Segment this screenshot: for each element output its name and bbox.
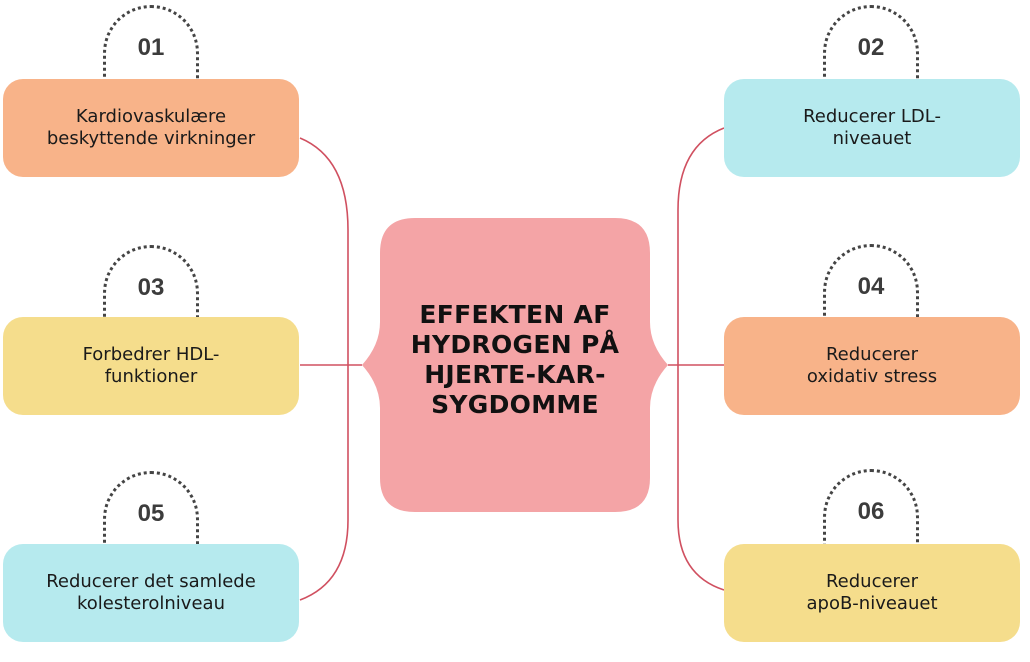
connector-02 bbox=[677, 127, 725, 365]
card-line-2: apoB-niveauet bbox=[806, 593, 938, 614]
number-label: 03 bbox=[137, 274, 165, 301]
card-line-1: Reducerer bbox=[825, 344, 919, 365]
number-badge-01: 01 bbox=[103, 5, 199, 101]
card-line-1: Kardiovaskulære bbox=[75, 106, 227, 127]
title-line: EFFEKTEN AF bbox=[419, 300, 611, 329]
connector-01 bbox=[299, 137, 349, 365]
card-line-2: kolesterolniveau bbox=[77, 593, 225, 614]
card-03: Forbedrer HDL-funktioner bbox=[3, 317, 299, 415]
number-label: 05 bbox=[137, 500, 165, 527]
card-line-2: niveauet bbox=[832, 128, 912, 149]
number-badge-05: 05 bbox=[103, 471, 199, 567]
center-box bbox=[362, 218, 668, 512]
card-line-2: oxidativ stress bbox=[806, 366, 938, 387]
title-line: HJERTE-KAR- bbox=[424, 360, 606, 389]
connector-05 bbox=[299, 365, 349, 601]
title-line: SYGDOMME bbox=[431, 390, 599, 419]
number-badge-04: 04 bbox=[823, 244, 919, 340]
number-label: 02 bbox=[857, 34, 885, 61]
card-02: Reducerer LDL-niveauet bbox=[724, 79, 1020, 177]
number-badge-03: 03 bbox=[103, 245, 199, 341]
card-line-1: Forbedrer HDL- bbox=[82, 344, 220, 365]
card-line-1: Reducerer LDL- bbox=[803, 106, 941, 127]
number-badge-02: 02 bbox=[823, 5, 919, 101]
card-line-1: Reducerer det samlede bbox=[46, 571, 256, 592]
connector-06 bbox=[677, 365, 725, 591]
card-line-1: Reducerer bbox=[825, 571, 919, 592]
number-label: 01 bbox=[137, 34, 165, 61]
card-line-2: funktioner bbox=[104, 366, 198, 387]
card-line-2: beskyttende virkninger bbox=[46, 128, 256, 149]
title-line: HYDROGEN PÅ bbox=[410, 330, 620, 359]
center-title: EFFEKTEN AF HYDROGEN PÅ HJERTE-KAR- SYGD… bbox=[385, 300, 645, 420]
number-label: 04 bbox=[857, 273, 885, 300]
number-label: 06 bbox=[857, 498, 885, 525]
number-badge-06: 06 bbox=[823, 469, 919, 565]
